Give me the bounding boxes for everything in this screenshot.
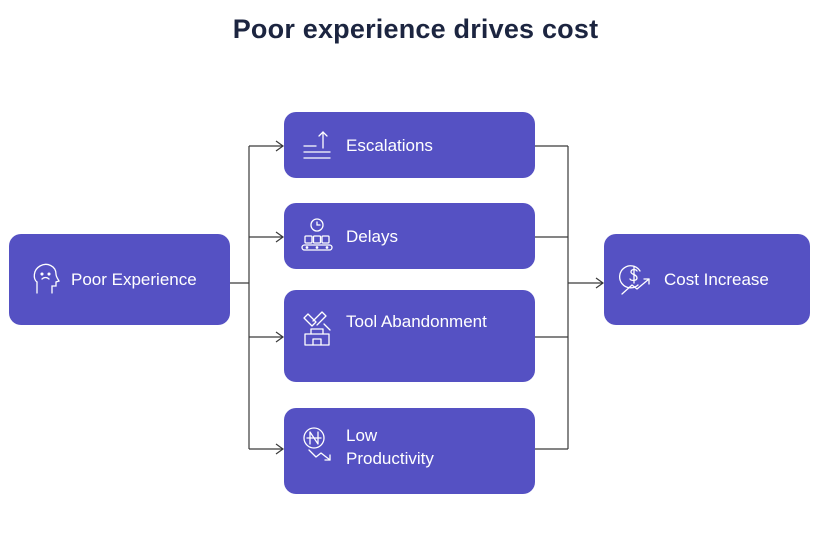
node-label: Delays <box>346 226 398 246</box>
arrowhead-delays <box>275 231 285 243</box>
arrowhead-result <box>595 277 605 289</box>
node-label-line1: Low <box>346 426 378 445</box>
node-cost-increase: Cost Increase <box>604 234 810 325</box>
arrowhead-tool-abandonment <box>275 331 285 343</box>
node-label: Tool Abandonment <box>346 312 487 331</box>
escalation-arrow-up-icon <box>302 128 332 162</box>
node-label: Cost Increase <box>664 270 769 289</box>
node-label: Low Productivity <box>346 424 434 470</box>
downward-trend-currency-icon <box>300 424 334 464</box>
node-label: Escalations <box>346 135 433 155</box>
node-poor-experience: Poor Experience <box>9 234 230 325</box>
arrowhead-low-productivity <box>275 443 285 455</box>
node-label: Poor Experience <box>71 270 197 289</box>
node-low-productivity: Low Productivity <box>284 408 535 494</box>
arrowhead-escalations <box>275 140 285 152</box>
node-tool-abandonment: Tool Abandonment <box>284 290 535 382</box>
abandoned-tool-icon <box>300 310 334 348</box>
node-delays: Delays <box>284 203 535 269</box>
clock-queue-icon <box>300 217 334 255</box>
sad-face-head-icon <box>31 262 61 298</box>
diagram-title: Poor experience drives cost <box>232 14 599 44</box>
node-escalations: Escalations <box>284 112 535 178</box>
node-label-line2: Productivity <box>346 449 434 468</box>
dollar-trend-up-icon <box>618 261 654 299</box>
